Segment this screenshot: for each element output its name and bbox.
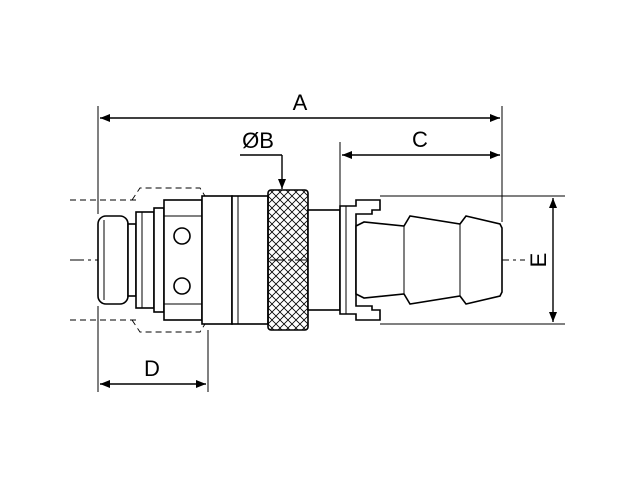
dimension-c-label: C <box>412 127 428 152</box>
retaining-clip <box>339 199 381 321</box>
phantom-outline <box>70 187 206 333</box>
ball-upper <box>173 227 191 245</box>
dimension-d-label: D <box>144 356 160 381</box>
dimension-e-label: E <box>526 253 551 268</box>
dimension-d: D <box>100 356 206 388</box>
dimension-b-label: ØB <box>242 128 274 153</box>
dimension-e: E <box>526 198 557 322</box>
dimension-c: C <box>342 127 500 159</box>
neck <box>307 209 341 311</box>
ball-retainer <box>163 199 203 321</box>
sleeve-body <box>201 195 269 325</box>
extension-lines <box>97 106 565 392</box>
ball-lower <box>173 277 191 295</box>
hose-barb <box>355 215 503 305</box>
knurled-ring <box>267 189 309 331</box>
dimension-b: ØB <box>240 128 286 189</box>
plug-nose <box>97 207 165 313</box>
dimension-a: A <box>100 90 500 122</box>
dimension-a-label: A <box>293 90 308 115</box>
